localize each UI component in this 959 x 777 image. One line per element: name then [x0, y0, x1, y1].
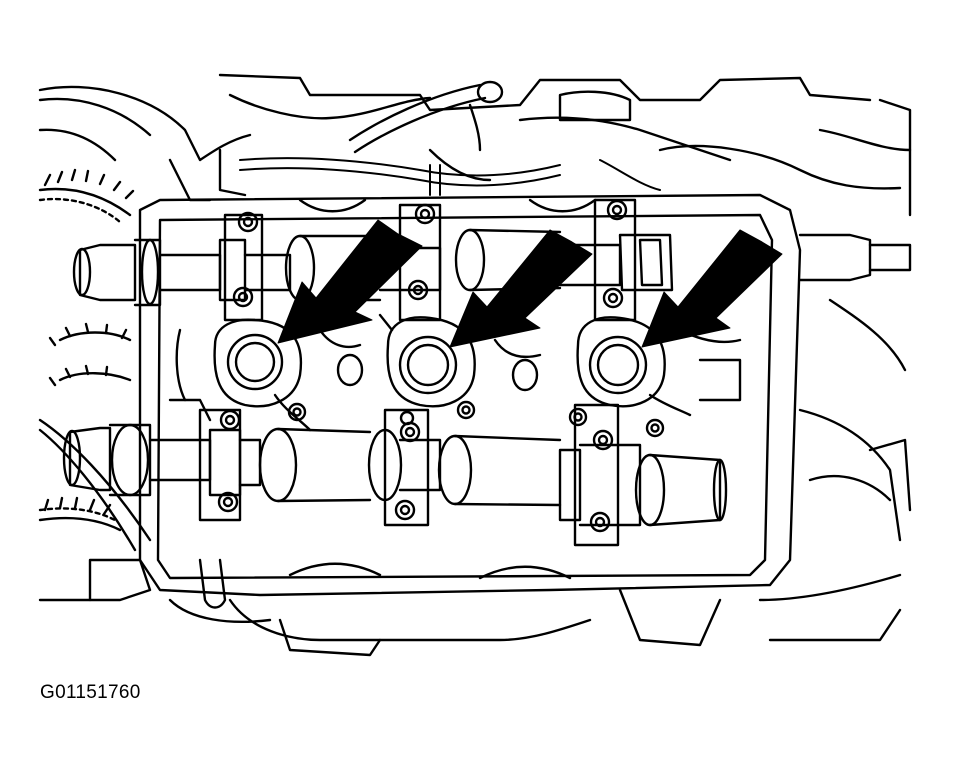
figure-code: G01151760 — [40, 682, 141, 703]
lower-casting — [228, 298, 912, 657]
timing-gear-lower — [38, 496, 122, 532]
wire-harness — [239, 157, 661, 196]
timing-gear-middle — [48, 322, 132, 387]
side-bracket — [38, 418, 272, 623]
hose-tube — [348, 80, 504, 154]
cap-bolts — [217, 199, 665, 533]
upper-camshaft — [72, 228, 912, 307]
callout-arrows — [277, 219, 783, 348]
spark-plug-tube-left — [213, 318, 312, 432]
arrow-icon — [641, 229, 783, 348]
arrow-icon — [449, 229, 593, 348]
timing-gear-upper — [38, 168, 135, 224]
spark-plug-tube-right — [576, 316, 692, 417]
arrow-icon — [277, 219, 423, 344]
engine-bay-outline — [38, 73, 912, 217]
cylinder-head — [138, 193, 802, 597]
